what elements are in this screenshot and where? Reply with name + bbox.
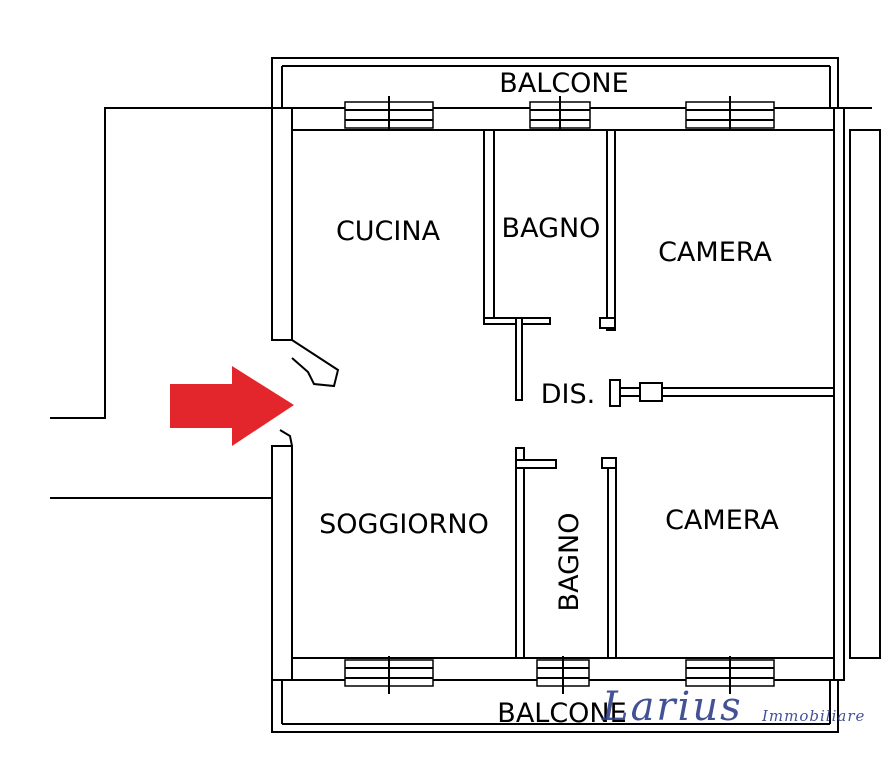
- label-hallway: DIS.: [541, 379, 595, 410]
- label-bedroom-bottom: CAMERA: [665, 505, 779, 536]
- label-kitchen: CUCINA: [336, 216, 441, 247]
- windows-bottom: [344, 656, 775, 694]
- label-bath-top: BAGNO: [502, 213, 601, 244]
- stair-landing-lines: [50, 107, 272, 499]
- windows-top: [344, 96, 775, 130]
- entrance-arrow-icon: [170, 366, 294, 446]
- label-balcony-bottom: BALCONE: [497, 698, 626, 729]
- label-living: SOGGIORNO: [319, 509, 489, 540]
- watermark-logo: Larius Immobiliare: [601, 684, 865, 730]
- balcony-bottom: [271, 680, 839, 733]
- label-balcony-top: BALCONE: [499, 68, 628, 99]
- watermark-name: Larius: [601, 684, 743, 730]
- interior-walls: [483, 129, 835, 659]
- balcony-top: [271, 57, 872, 109]
- label-bedroom-top: CAMERA: [658, 237, 772, 268]
- entrance-door: [272, 339, 340, 447]
- watermark-sub: Immobiliare: [761, 707, 865, 725]
- label-bath-bottom: BAGNO: [554, 513, 585, 612]
